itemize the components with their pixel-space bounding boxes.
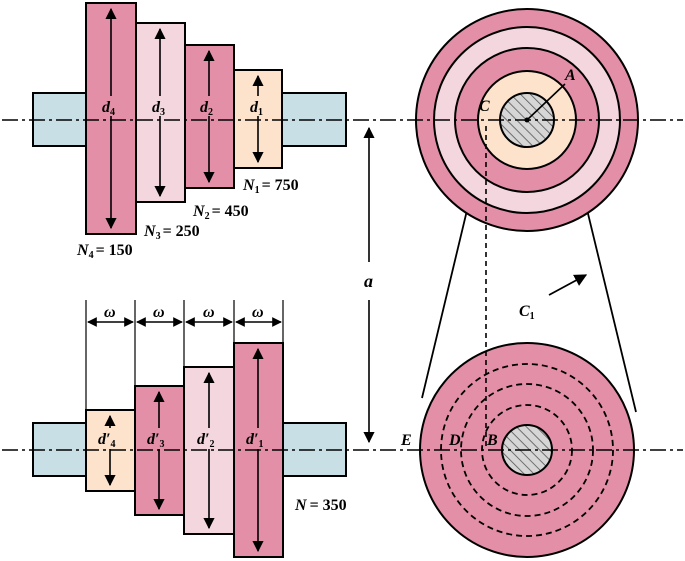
bottom-d2p-label: d′2: [197, 431, 215, 450]
width-omega-label-2: ω: [153, 304, 165, 321]
center-distance-dimension: a: [363, 126, 375, 444]
radius-line-a: [526, 83, 566, 121]
point-c-label: C: [479, 98, 490, 115]
speed-n3-label: N3= 250: [143, 223, 200, 242]
point-a-label: A: [564, 67, 576, 84]
right-end-view: A C C1 E D B: [400, 8, 639, 558]
bottom-d3p-label: d′3: [147, 431, 165, 450]
bottom-d4p-label: d′4: [98, 431, 116, 450]
speed-n1-label: N1= 750: [242, 177, 299, 196]
speed-n2-label: N2= 450: [192, 203, 249, 222]
top-d4-label: d4: [102, 99, 115, 118]
width-omega-label-1: ω: [104, 304, 116, 321]
top-d1-label: d1: [250, 99, 263, 118]
bottom-d1p-label: d′1: [246, 431, 264, 450]
width-omega-label-3: ω: [203, 304, 215, 321]
bottom-stepped-pulley: ω ω ω ω d′4 d′3 d′2 d′1 N= 350: [32, 300, 347, 558]
point-d-label: D: [448, 432, 461, 449]
speed-n4-label: N4= 150: [76, 242, 133, 261]
bottom-circle-dashed-2: [460, 383, 594, 517]
bottom-circle-dashed-1: [440, 363, 614, 537]
point-e-label: E: [400, 432, 412, 449]
c1-label: C1: [519, 303, 535, 322]
point-b-label: B: [486, 432, 498, 449]
top-stepped-pulley: d4 d3 d2 d1 N1= 750 N2= 450 N3= 250 N4= …: [32, 2, 347, 261]
c1-direction-arrow: [548, 274, 588, 296]
top-d3-label: d3: [152, 99, 165, 118]
center-distance-label: a: [364, 271, 373, 291]
speed-n-label: N= 350: [294, 497, 347, 514]
top-d2-label: d2: [200, 99, 213, 118]
width-omega-label-4: ω: [252, 304, 264, 321]
